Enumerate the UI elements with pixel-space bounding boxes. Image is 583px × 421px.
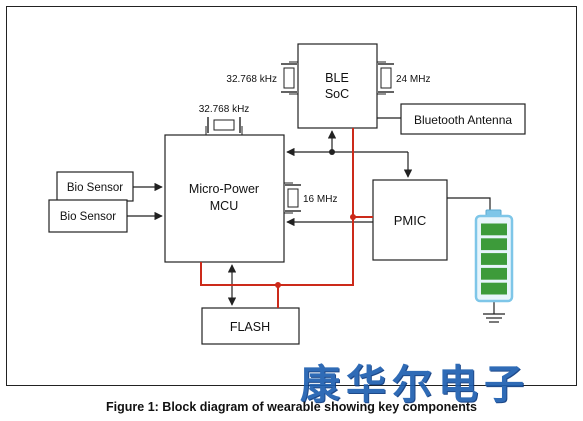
signal-connectors [127,117,505,323]
bio-sensor-1-label: Bio Sensor [67,182,123,194]
ble-soc-label-line2: SoC [325,87,349,101]
pmic-block: PMIC [372,179,448,261]
mcu-label-line2: MCU [210,199,238,213]
crystal-mcu-16mhz-label: 16 MHz [303,194,337,205]
power-junction-dot-pmic [350,214,356,220]
crystal-ble-24mhz: 24 MHz [377,61,430,95]
watermark-logo: 康华尔电子 [300,362,530,408]
battery-cell [481,253,507,265]
crystal-mcu-16mhz: 16 MHz [284,182,337,214]
bluetooth-antenna-block: Bluetooth Antenna [400,103,526,135]
flash-label: FLASH [230,320,270,334]
bio-sensor-block-2: Bio Sensor [48,199,128,233]
pmic-label: PMIC [394,213,427,228]
bio-sensor-2-label: Bio Sensor [60,211,116,223]
battery-icon [474,209,514,303]
battery-cell [481,267,507,280]
mcu-block: Micro-Power MCU [164,134,285,263]
power-junction-dot-flash [275,282,281,288]
crystal-ble-32khz: 32.768 kHz [226,61,298,95]
figure-caption: Figure 1: Block diagram of wearable show… [106,400,477,414]
crystal-mcu-32khz-label: 32.768 kHz [199,104,250,115]
mcu-label-line1: Micro-Power [189,182,259,196]
battery-cell [481,282,507,295]
bus-junction-dot [329,149,335,155]
bio-sensor-block-1: Bio Sensor [56,171,134,202]
battery-cell [481,238,507,251]
bluetooth-antenna-label: Bluetooth Antenna [414,113,512,127]
flash-block: FLASH [201,307,300,345]
ble-soc-label-line1: BLE [325,71,349,85]
battery-cell [481,223,507,236]
crystal-ble-32khz-label: 32.768 kHz [226,74,277,85]
figure-frame [6,6,577,386]
crystal-mcu-32khz: 32.768 kHz [199,104,250,135]
crystal-ble-24mhz-label: 24 MHz [396,74,430,85]
ble-soc-block: BLE SoC [297,43,378,129]
power-rail [200,128,373,308]
